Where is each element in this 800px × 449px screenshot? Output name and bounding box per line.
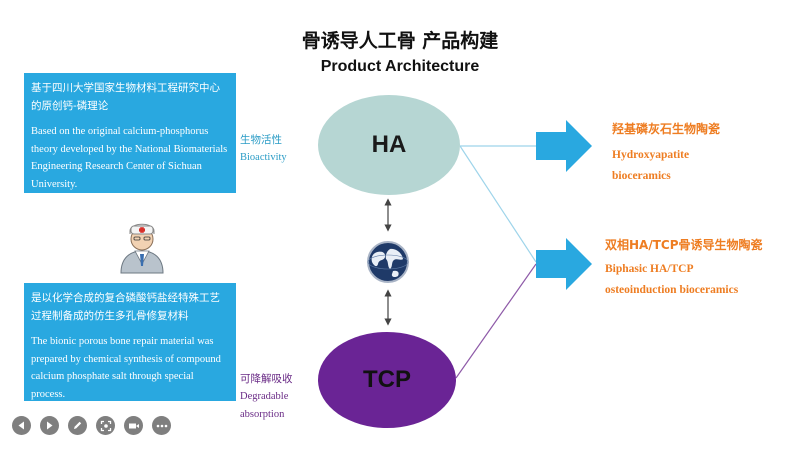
degradable-en: Degradable [240,391,289,402]
description-box-top: 基于四川大学国家生物材料工程研究中心的原创钙-磷理论 Based on the … [24,73,236,193]
screenshot-icon[interactable] [96,416,115,435]
ha-label: HA [371,131,407,158]
title-en: Product Architecture [320,58,480,75]
more-icon[interactable] [152,416,171,435]
tcp-node: TCP [318,332,456,428]
previous-icon[interactable] [12,416,31,435]
next-icon[interactable] [40,416,59,435]
degradable-label: 可降解吸收 Degradable absorption [240,370,293,424]
output-biphasic: 双相HA/TCP骨诱导生物陶瓷 Biphasic HA/TCP osteoind… [605,236,763,301]
ha-to-biphasic-line [459,145,537,263]
bioactivity-cn: 生物活性 [240,134,282,146]
description-bottom-cn: 是以化学合成的复合磷酸钙盐经特殊工艺过程制备成的仿生多孔骨修复材料 [31,292,220,322]
description-bottom-en: The bionic porous bone repair material w… [31,336,221,400]
description-box-bottom: 是以化学合成的复合磷酸钙盐经特殊工艺过程制备成的仿生多孔骨修复材料 The bi… [24,283,236,401]
output-hydroxyapatite-en2: bioceramics [612,170,671,182]
bioactivity-en: Bioactivity [240,152,287,163]
ha-node: HA [318,95,460,195]
arrow-to-biphasic-icon [536,238,592,290]
output-biphasic-cn: 双相HA/TCP骨诱导生物陶瓷 [605,238,763,252]
arrow-to-hydroxyapatite-icon [536,120,592,172]
output-hydroxyapatite-en1: Hydroxyapatite [612,149,690,161]
bioactivity-label: 生物活性 Bioactivity [240,131,287,167]
presentation-toolbar [12,416,171,435]
degradable-cn: 可降解吸收 [240,373,293,385]
degradable-en2: absorption [240,409,285,420]
description-top-cn: 基于四川大学国家生物材料工程研究中心的原创钙-磷理论 [31,82,220,112]
output-biphasic-en2: osteoinduction bioceramics [605,284,739,296]
output-biphasic-en1: Biphasic HA/TCP [605,263,694,275]
tcp-to-biphasic-line [455,263,537,379]
doctor-icon [120,223,164,274]
pen-icon[interactable] [68,416,87,435]
output-hydroxyapatite-cn: 羟基磷灰石生物陶瓷 [612,122,721,136]
globe-icon [367,241,409,283]
output-hydroxyapatite: 羟基磷灰石生物陶瓷 Hydroxyapatite bioceramics [612,120,720,187]
description-top-en: Based on the original calcium-phosphorus… [31,126,228,190]
camera-icon[interactable] [124,416,143,435]
title-cn: 骨诱导人工骨 产品构建 [301,30,499,52]
tcp-label: TCP [363,366,411,393]
